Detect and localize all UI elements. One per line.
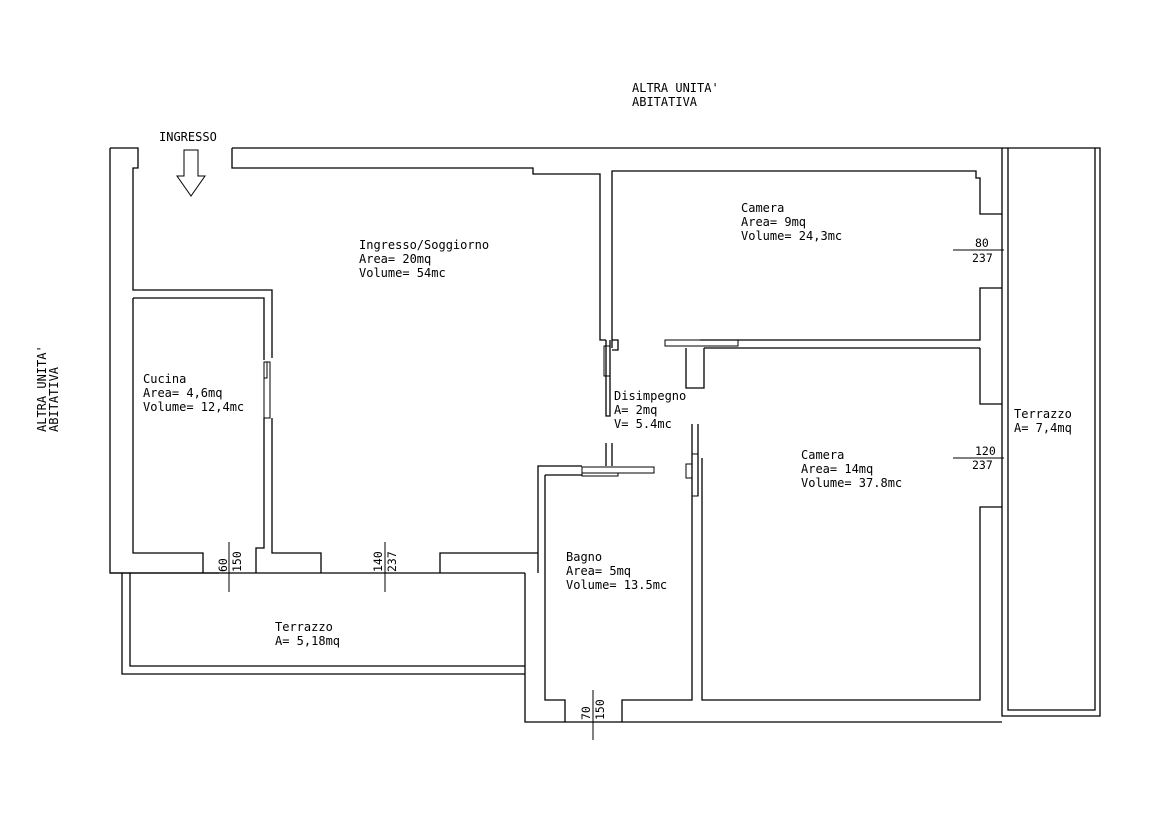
- bathroom-door-leaf: [581, 472, 619, 477]
- soggiorno-area: Area= 20mq: [359, 252, 431, 266]
- other-unit-top-line2: ABITATIVA: [632, 95, 698, 109]
- cucina-window-height: 150: [230, 551, 244, 572]
- camera1-volume: Volume= 24,3mc: [741, 229, 842, 243]
- corridor-door: [603, 345, 611, 377]
- cucina-volume: Volume= 12,4mc: [143, 400, 244, 414]
- doors: [263, 339, 739, 497]
- bottom-terrace-walls: [110, 572, 525, 675]
- soggiorno-name: Ingresso/Soggiorno: [359, 238, 489, 252]
- terrazzo-bottom-area: A= 5,18mq: [275, 634, 340, 648]
- soggiorno-window-height: 237: [385, 551, 399, 572]
- terrazzo-bottom-name: Terrazzo: [275, 620, 333, 634]
- camera2-volume: Volume= 37.8mc: [801, 476, 902, 490]
- camera2-window-height: 237: [972, 458, 993, 472]
- soggiorno-window-width: 140: [371, 551, 385, 572]
- camera2-name: Camera: [801, 448, 844, 462]
- bagno-area: Area= 5mq: [566, 564, 631, 578]
- bedroom2-door-leaf: [685, 463, 693, 479]
- disimpegno-area: A= 2mq: [614, 403, 657, 417]
- cucina-area: Area= 4,6mq: [143, 386, 222, 400]
- entrance-label: INGRESSO: [159, 130, 217, 144]
- soggiorno-volume: Volume= 54mc: [359, 266, 446, 280]
- bagno-window-width: 70: [579, 706, 593, 720]
- camera1-name: Camera: [741, 201, 784, 215]
- outer-walls: [109, 147, 1101, 723]
- bagno-volume: Volume= 13.5mc: [566, 578, 667, 592]
- other-unit-left-line1: ALTRA UNITA': [35, 345, 49, 432]
- disimpegno-volume: V= 5.4mc: [614, 417, 672, 431]
- window-marks: [228, 249, 1004, 740]
- terrazzo-right-name: Terrazzo: [1014, 407, 1072, 421]
- bagno-window-height: 150: [593, 699, 607, 720]
- window-dimensions: 80 237 120 237 60 150 140 237 70 150: [216, 236, 996, 720]
- bathroom-door: [581, 466, 655, 474]
- bagno-name: Bagno: [566, 550, 602, 564]
- labels: ALTRA UNITA' ABITATIVA ALTRA UNITA' ABIT…: [35, 81, 1072, 648]
- cucina-window-width: 60: [216, 558, 230, 572]
- entrance-arrow-icon: [176, 149, 206, 197]
- camera1-window-height: 237: [972, 251, 993, 265]
- bedroom2-door: [691, 453, 699, 497]
- bedroom1-door: [664, 339, 739, 347]
- terrazzo-right-area: A= 7,4mq: [1014, 421, 1072, 435]
- camera2-area: Area= 14mq: [801, 462, 873, 476]
- camera2-window-width: 120: [975, 444, 996, 458]
- disimpegno-name: Disimpegno: [614, 389, 686, 403]
- kitchen-walls: [132, 297, 538, 573]
- camera1-window-width: 80: [975, 236, 989, 250]
- kitchen-door-leaf: [263, 361, 268, 379]
- other-unit-left-line2: ABITATIVA: [47, 366, 61, 432]
- other-unit-top-line1: ALTRA UNITA': [632, 81, 719, 95]
- camera1-area: Area= 9mq: [741, 215, 806, 229]
- cucina-name: Cucina: [143, 372, 186, 386]
